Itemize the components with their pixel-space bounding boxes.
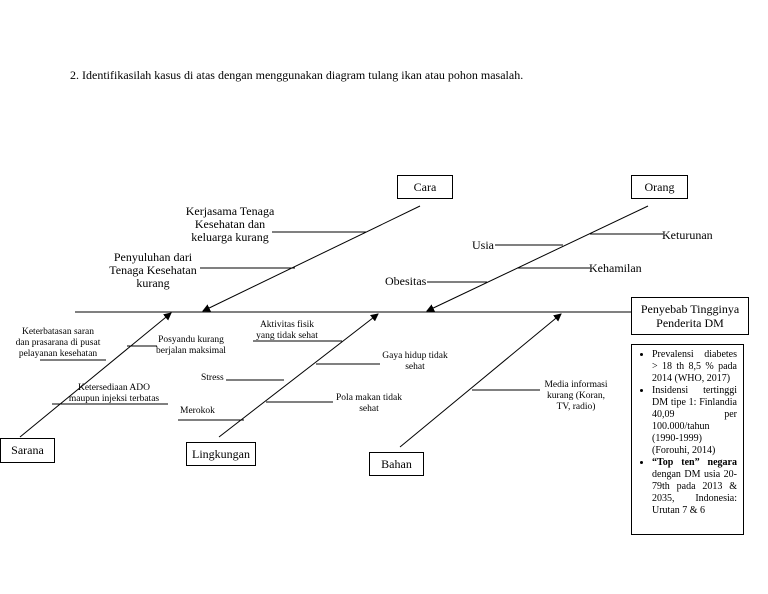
effect-line-2: Penderita DM (656, 316, 724, 330)
category-orang-label: Orang (644, 179, 675, 194)
bone-bahan (399, 313, 562, 448)
category-cara-box: Cara (397, 175, 453, 199)
note-item: Prevalensi diabetes > 18 th 8,5 % pada 2… (652, 349, 737, 385)
cause-lingkungan-merokok: Merokok (180, 406, 215, 416)
bone-orang (426, 205, 649, 312)
category-sarana-box: Sarana (0, 438, 55, 463)
category-cara-label: Cara (413, 179, 437, 194)
effect-line-1: Penyebab Tingginya (640, 302, 740, 316)
category-lingkungan-box: Lingkungan (186, 442, 256, 466)
cause-orang-obesitas: Obesitas (385, 274, 427, 288)
category-orang-box: Orang (631, 175, 688, 199)
note-item: “Top ten” negara dengan DM usia 20-79th … (652, 457, 737, 517)
bone-cara (202, 205, 421, 312)
cause-lingkungan-stress: Stress (201, 373, 224, 383)
bone-lingkungan (218, 313, 379, 438)
category-bahan-box: Bahan (369, 452, 424, 476)
category-bahan-label: Bahan (381, 456, 412, 471)
notes-box: Prevalensi diabetes > 18 th 8,5 % pada 2… (631, 344, 744, 535)
cause-orang-kehamilan: Kehamilan (589, 261, 642, 275)
category-lingkungan-label: Lingkungan (192, 446, 250, 461)
instruction-heading: 2. Identifikasilah kasus di atas dengan … (70, 68, 524, 82)
category-sarana-label: Sarana (11, 443, 44, 457)
cause-orang-keturunan: Keturunan (662, 228, 713, 242)
notes-list: Prevalensi diabetes > 18 th 8,5 % pada 2… (636, 349, 737, 517)
bone-sarana (19, 312, 172, 438)
effect-box: Penyebab Tingginya Penderita DM (631, 297, 749, 335)
cause-orang-usia: Usia (472, 238, 494, 252)
note-item: Insidensi tertinggi DM tipe 1: Finlandia… (652, 385, 737, 457)
